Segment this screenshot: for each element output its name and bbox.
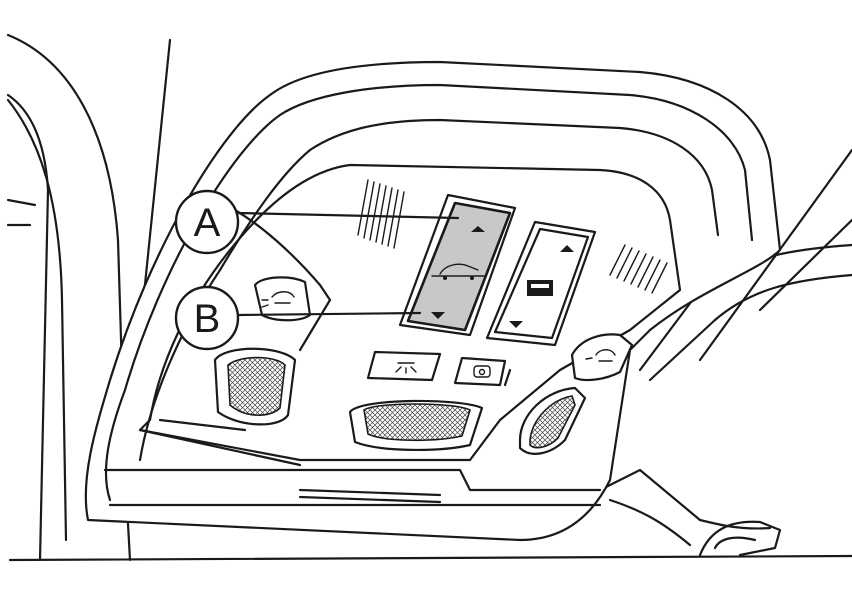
vent-right	[609, 244, 668, 294]
left-wing	[158, 208, 332, 432]
sunroof-up-arrow-icon[interactable]	[471, 226, 485, 232]
callout-a-label: A	[194, 201, 221, 245]
lamp-lens-left	[213, 347, 297, 426]
callout-a: A	[174, 189, 240, 255]
lamp-lens-center	[348, 399, 484, 452]
sunshade-switch[interactable]	[485, 220, 597, 347]
map-lamp-right-button[interactable]	[570, 333, 634, 382]
sunroof-switch[interactable]	[398, 193, 517, 337]
lamp-lens-right	[518, 386, 587, 455]
room-lamp-button[interactable]	[366, 350, 442, 382]
sos-button[interactable]	[453, 356, 512, 387]
sunshade-up-arrow-icon[interactable]	[560, 245, 574, 252]
callout-b: B	[174, 285, 240, 351]
sunroof-down-arrow-icon[interactable]	[431, 312, 445, 319]
room-lamp-icon	[395, 362, 417, 374]
mirror-mount	[598, 243, 852, 557]
sos-icon	[473, 365, 491, 378]
callout-b-label: B	[194, 297, 221, 341]
sunroof-icon	[431, 263, 485, 280]
map-lamp-icon	[585, 349, 616, 362]
map-lamp-icon	[261, 291, 295, 308]
sun-visor-left	[6, 93, 50, 562]
callout-leaders	[236, 211, 460, 317]
sunshade-down-arrow-icon[interactable]	[509, 321, 523, 328]
sunshade-icon	[527, 280, 553, 296]
